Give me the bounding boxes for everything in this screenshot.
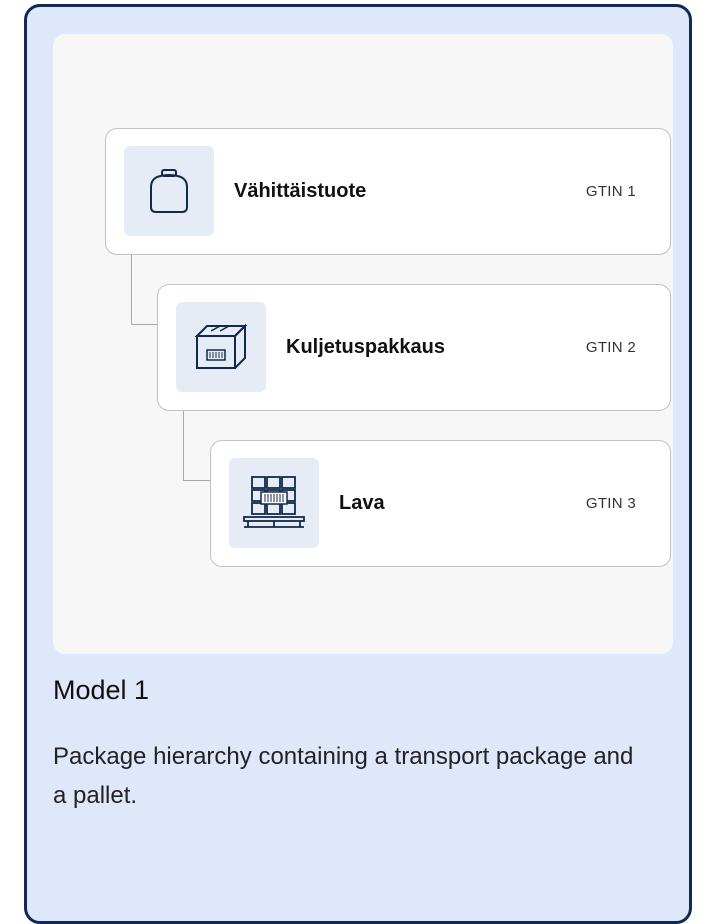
- model-card: Vähittäistuote GTIN 1 Kuljetuspakkaus GT…: [24, 4, 692, 924]
- node-name: Lava: [339, 492, 385, 514]
- gtin-label: GTIN 3: [585, 495, 636, 512]
- hierarchy-node-retail-product: Vähittäistuote GTIN 1: [105, 128, 671, 255]
- jar-icon: [124, 146, 214, 236]
- gtin-label: GTIN 2: [585, 339, 636, 356]
- node-name: Vähittäistuote: [234, 180, 367, 202]
- hierarchy-node-pallet: Lava GTIN 3: [210, 440, 671, 567]
- connector-line-1-2: [131, 254, 158, 325]
- pallet-icon: [229, 458, 319, 548]
- node-name: Kuljetuspakkaus: [286, 336, 445, 358]
- model-description: Package hierarchy containing a transport…: [53, 743, 634, 809]
- connector-line-2-3: [183, 410, 211, 481]
- gtin-label: GTIN 1: [585, 183, 636, 200]
- box-icon: [176, 302, 266, 392]
- hierarchy-node-transport-package: Kuljetuspakkaus GTIN 2: [157, 284, 671, 411]
- package-hierarchy-diagram: Vähittäistuote GTIN 1 Kuljetuspakkaus GT…: [53, 34, 673, 654]
- model-title: Model 1: [53, 675, 150, 705]
